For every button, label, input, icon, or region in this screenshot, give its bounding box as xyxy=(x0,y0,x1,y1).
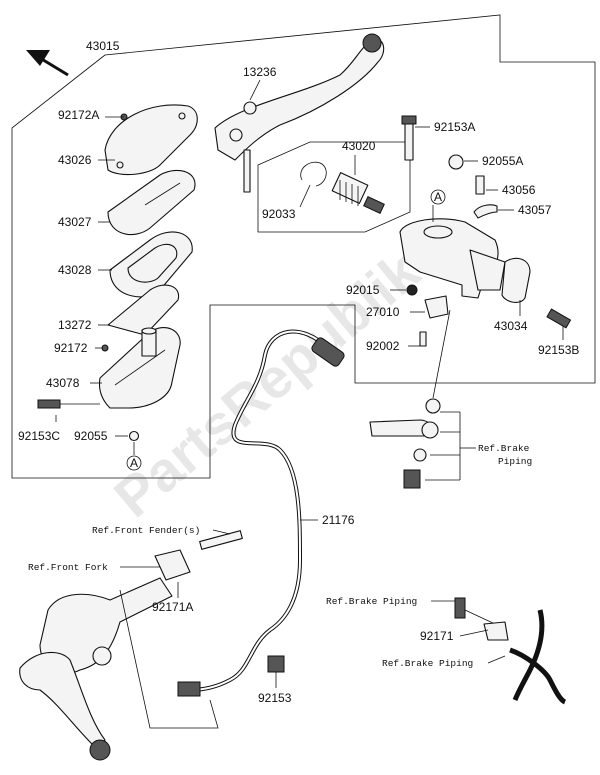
label-43056: 43056 xyxy=(502,183,536,197)
label-92055a: 92055A xyxy=(482,154,523,168)
label-43015: 43015 xyxy=(86,39,120,53)
label-21176: 21176 xyxy=(322,513,355,527)
hose-clamp xyxy=(154,530,243,581)
diaphragm xyxy=(109,231,193,298)
ref-brake-piping-2: Ref.Brake Piping xyxy=(326,596,417,607)
clamp-holder xyxy=(501,257,531,303)
bushing xyxy=(406,284,418,296)
label-43020: 43020 xyxy=(342,139,376,153)
label-92055: 92055 xyxy=(74,429,108,443)
reservoir-plate xyxy=(107,170,196,236)
snap-ring xyxy=(300,161,327,187)
label-92153: 92153 xyxy=(258,691,292,705)
pivot-bolt xyxy=(401,115,417,161)
bleeder-valve xyxy=(475,175,485,195)
direction-arrow-icon xyxy=(26,50,69,77)
ref-front-fender: Ref.Front Fender(s) xyxy=(92,525,200,536)
reservoir-cap xyxy=(104,104,198,176)
leader-lines xyxy=(55,79,564,729)
svg-text:A: A xyxy=(130,456,138,470)
label-13272: 13272 xyxy=(58,318,92,332)
label-92033: 92033 xyxy=(262,207,296,221)
label-43028: 43028 xyxy=(58,263,92,277)
hose-guide-bolt xyxy=(267,655,285,673)
front-fork xyxy=(19,577,173,761)
label-43078: 43078 xyxy=(46,376,80,390)
bleeder-cap xyxy=(473,204,498,219)
marker-a-top: A xyxy=(430,189,446,205)
reservoir-bolt xyxy=(37,399,100,409)
o-ring-cap xyxy=(448,154,464,170)
reservoir-body xyxy=(98,327,181,409)
diaphragm-plate xyxy=(107,284,180,336)
label-92171: 92171 xyxy=(420,629,454,643)
label-92153b: 92153B xyxy=(538,343,579,357)
banjo-assembly xyxy=(369,398,441,489)
assembly-frame xyxy=(11,14,596,479)
label-13236: 13236 xyxy=(243,65,277,79)
marker-a-bottom: A xyxy=(126,455,142,471)
label-27010: 27010 xyxy=(366,305,400,319)
ref-brake-piping-1a: Ref.Brake xyxy=(478,443,530,454)
subassembly-box xyxy=(257,141,411,233)
brake-piping-bracket xyxy=(454,597,567,705)
piston-assembly xyxy=(331,172,385,214)
ref-brake-piping-3: Ref.Brake Piping xyxy=(382,658,473,669)
ref-front-fork: Ref.Front Fork xyxy=(28,562,108,573)
master-cylinder-body xyxy=(399,218,506,299)
svg-text:A: A xyxy=(434,190,442,204)
o-ring xyxy=(128,430,140,442)
switch-screw xyxy=(419,331,427,347)
label-92153c: 92153C xyxy=(18,429,60,443)
label-92171a: 92171A xyxy=(152,600,193,614)
brake-lever xyxy=(214,33,385,193)
label-43034: 43034 xyxy=(494,319,528,333)
label-92172: 92172 xyxy=(54,341,88,355)
label-92002: 92002 xyxy=(366,339,400,353)
label-92153a: 92153A xyxy=(434,120,475,134)
label-43057: 43057 xyxy=(518,203,552,217)
clamp-bolt xyxy=(546,308,572,329)
switch xyxy=(424,295,449,319)
ref-brake-piping-1b: Piping xyxy=(498,456,532,467)
callout-labels: 43015 92172A 43026 43027 43028 13272 921… xyxy=(18,39,579,705)
label-43026: 43026 xyxy=(58,153,92,167)
brake-hose xyxy=(177,329,345,697)
label-43027: 43027 xyxy=(58,215,92,229)
reference-labels: Ref.Front Fender(s) Ref.Front Fork Ref.B… xyxy=(28,443,532,669)
label-92015: 92015 xyxy=(346,283,380,297)
label-92172a: 92172A xyxy=(58,108,99,122)
